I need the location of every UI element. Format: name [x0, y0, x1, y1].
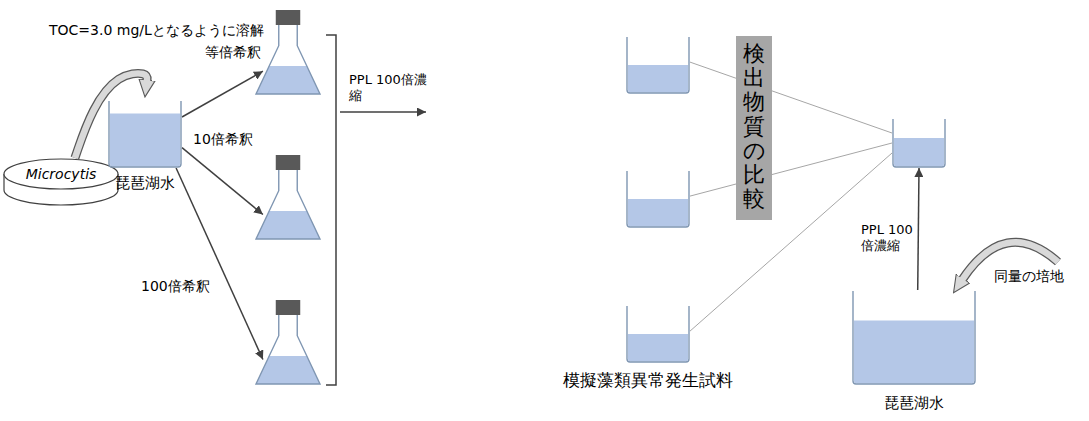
edge-label: PPL 100倍濃縮 [860, 222, 914, 255]
flask-outline [256, 169, 320, 239]
shape [626, 305, 690, 363]
node-text: Microcytis [3, 166, 119, 183]
shape [255, 10, 321, 95]
note-label: 同量の培地 [993, 268, 1065, 286]
flask [255, 300, 321, 385]
water [894, 138, 944, 167]
water [854, 320, 974, 383]
water [256, 66, 320, 94]
process-arrow [182, 71, 263, 117]
comparison-line [690, 143, 892, 196]
edge-label: TOC=3.0 mg/Lとなるように溶解 [48, 22, 265, 40]
shape [852, 290, 976, 385]
process-arrow [918, 168, 919, 290]
shape [626, 170, 690, 228]
water [256, 356, 320, 384]
flask-outline [256, 24, 320, 94]
beaker-outline [893, 119, 945, 167]
shape [626, 36, 690, 94]
shape [892, 118, 946, 168]
process-arrow [182, 148, 263, 215]
beaker-outline [627, 171, 689, 227]
band-text: 検出物質の比較 [743, 36, 765, 211]
edge-label: 10倍希釈 [192, 131, 254, 149]
dish-top [4, 159, 118, 189]
culture-dish: Microcytis [3, 158, 119, 206]
shape [255, 300, 321, 385]
flask-cap [276, 10, 300, 25]
bracket [326, 35, 336, 385]
beaker [892, 118, 946, 168]
beaker [626, 36, 690, 94]
process-arrow [176, 168, 263, 360]
flask-outline [256, 314, 320, 384]
beaker [626, 305, 690, 363]
water [628, 199, 688, 227]
water [628, 334, 688, 362]
note-label: PPL 100倍濃縮 [348, 72, 428, 105]
flask [255, 10, 321, 95]
beaker-outline [109, 101, 181, 167]
node-text: 琵琶湖水 [115, 174, 175, 192]
note-label: 模擬藻類異常発生試料 [562, 370, 734, 391]
edge-label: 等倍希釈 [204, 44, 262, 62]
water [110, 114, 180, 167]
flask-cap [276, 155, 300, 170]
node-text: 琵琶湖水 [884, 394, 944, 412]
beaker-outline [627, 37, 689, 93]
shape [108, 100, 182, 168]
shape [255, 155, 321, 240]
comparison-line [690, 62, 892, 133]
flask [255, 155, 321, 240]
beaker-outline [853, 291, 975, 384]
beaker: 琵琶湖水 [108, 100, 182, 168]
water [628, 65, 688, 93]
label-band: 検出物質の比較 [736, 36, 772, 220]
beaker-outline [627, 306, 689, 362]
beaker [626, 170, 690, 228]
beaker: 琵琶湖水 [852, 290, 976, 385]
concentration-arrow [340, 111, 426, 113]
edge-label: 100倍希釈 [140, 278, 211, 296]
water [256, 211, 320, 239]
flask-cap [276, 300, 300, 315]
